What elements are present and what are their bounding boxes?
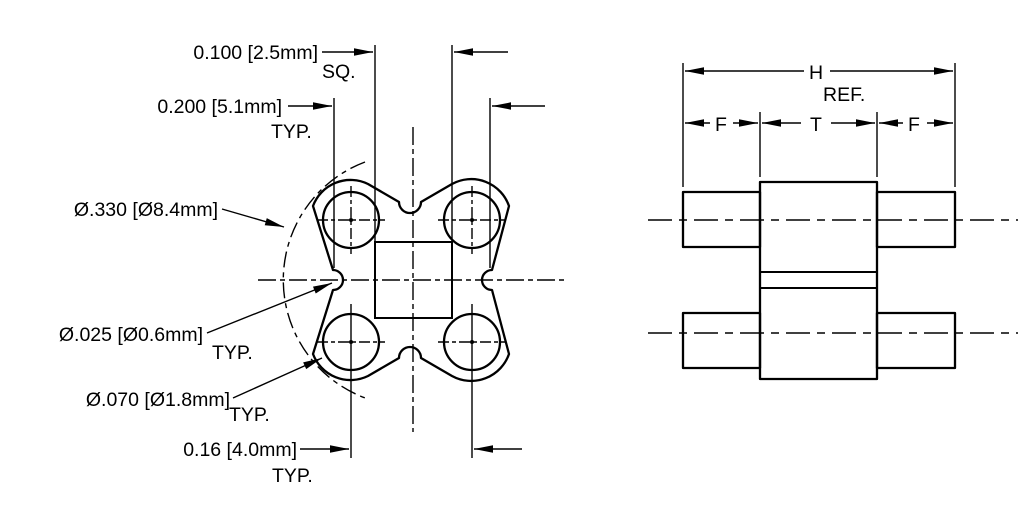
front-view: 0.100 [2.5mm] SQ. 0.200 [5.1mm] TYP. Ø.3…: [59, 42, 566, 487]
pin-bottom-right: [875, 311, 957, 370]
height-dim-suffix: REF.: [823, 84, 865, 106]
center-square: [374, 241, 453, 319]
pin-top-left: [681, 190, 762, 249]
height-dim-label: H: [809, 62, 823, 84]
bolt-circle-arc: [282, 161, 369, 400]
body-outline: [758, 180, 879, 381]
pitch-v-dim-suffix: TYP.: [272, 465, 313, 487]
leader-bolt-circle: [221, 208, 285, 228]
tube-dim-label: T: [810, 114, 822, 136]
square-dim-label: 0.100 [2.5mm]: [193, 42, 318, 64]
small-hole-dim-suffix: TYP.: [212, 342, 253, 364]
small-hole-dim-label: Ø.025 [Ø0.6mm]: [59, 324, 203, 346]
pin-bottom-left: [681, 311, 762, 370]
leader-small-hole: [206, 282, 333, 334]
leader-large-hole: [232, 357, 323, 399]
pitch-h-dim-label: 0.200 [5.1mm]: [157, 96, 282, 118]
pin-top-right: [875, 190, 957, 249]
hole-center-dot: [349, 218, 353, 222]
bolt-circle-dim-label: Ø.330 [Ø8.4mm]: [74, 199, 218, 221]
square-dim-suffix: SQ.: [322, 61, 356, 83]
pitch-v-dim-label: 0.16 [4.0mm]: [183, 439, 297, 461]
large-hole-dim-label: Ø.070 [Ø1.8mm]: [86, 389, 230, 411]
flange-right-dim-label: F: [908, 114, 920, 136]
front-outline: [311, 177, 511, 383]
large-hole-dim-suffix: TYP.: [229, 404, 270, 426]
pitch-h-dim-suffix: TYP.: [271, 121, 312, 143]
flange-left-dim-label: F: [715, 114, 727, 136]
hole-center-dot: [470, 218, 474, 222]
side-view: H REF. F T F: [648, 62, 1018, 381]
